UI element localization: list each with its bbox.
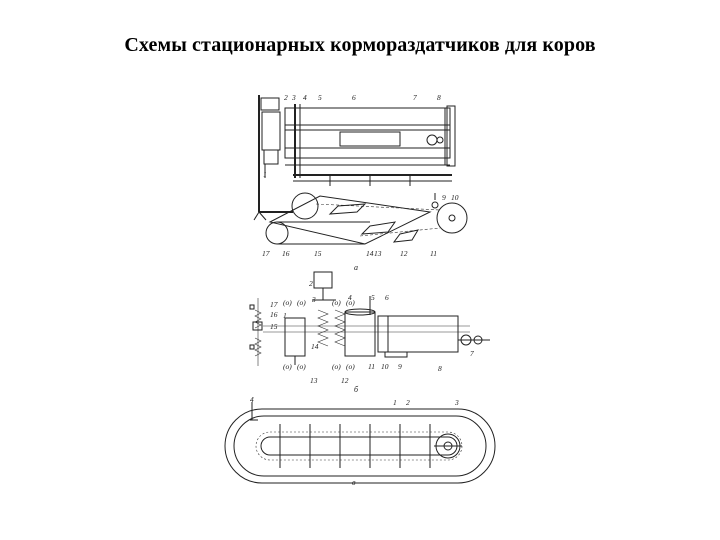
label-b-12: 12	[341, 376, 349, 385]
label-a-4: 4	[303, 93, 307, 102]
diagram-c: 4 1 2 3 в	[224, 395, 496, 487]
label-b-3: 3	[311, 295, 316, 304]
caption-c: в	[352, 478, 356, 487]
slide-title: Схемы стационарных кормораздатчиков для …	[124, 34, 596, 56]
label-b-6: 6	[385, 293, 389, 302]
label-b-15: 15	[270, 322, 278, 331]
label-b-17: 17	[270, 300, 278, 309]
label-a-17: 17	[262, 249, 270, 258]
label-a-1: 1	[263, 170, 267, 179]
label-b-4: 4	[348, 293, 352, 302]
svg-text:(o): (o)	[297, 298, 306, 307]
label-a-12: 12	[400, 249, 408, 258]
diagram-a: 2 3 4 5 6 7 8 1 9 10 11 12 13 14 15 16 1…	[253, 93, 468, 272]
svg-text:(o): (o)	[346, 362, 355, 371]
label-b-16: 16	[270, 310, 278, 319]
label-b-8: 8	[438, 364, 442, 373]
svg-text:(o): (o)	[297, 362, 306, 371]
label-a-9: 9	[442, 193, 446, 202]
label-b-10: 10	[381, 362, 389, 371]
label-a-15: 15	[314, 249, 322, 258]
label-a-7: 7	[413, 93, 417, 102]
label-b-1: 1	[283, 311, 287, 320]
label-b-11: 11	[368, 362, 375, 371]
label-b-5: 5	[371, 293, 375, 302]
diagram-b: (o) (o) (o) (o) (o) (o) (o) (o) 2 1 3 4 …	[249, 271, 490, 394]
label-a-13: 13	[374, 249, 382, 258]
label-c-4: 4	[250, 395, 254, 404]
svg-text:(o): (o)	[283, 362, 292, 371]
label-c-3: 3	[454, 398, 459, 407]
svg-text:(o): (o)	[283, 298, 292, 307]
svg-text:(o): (o)	[332, 298, 341, 307]
label-a-3: 3	[291, 93, 296, 102]
label-b-9: 9	[398, 362, 402, 371]
label-b-2: 2	[309, 279, 313, 288]
label-c-2: 2	[406, 398, 410, 407]
label-b-14: 14	[311, 342, 319, 351]
svg-text:(o): (o)	[346, 298, 355, 307]
caption-b: б	[354, 385, 359, 394]
label-a-11: 11	[430, 249, 437, 258]
caption-a: а	[354, 263, 358, 272]
svg-text:(o): (o)	[332, 362, 341, 371]
label-a-8: 8	[437, 93, 441, 102]
label-a-6: 6	[352, 93, 356, 102]
label-a-5: 5	[318, 93, 322, 102]
label-a-2: 2	[284, 93, 288, 102]
label-b-13: 13	[310, 376, 318, 385]
label-c-1: 1	[393, 398, 397, 407]
label-a-14: 14	[366, 249, 374, 258]
label-a-16: 16	[282, 249, 290, 258]
label-b-7: 7	[470, 349, 474, 358]
label-a-10: 10	[451, 193, 459, 202]
